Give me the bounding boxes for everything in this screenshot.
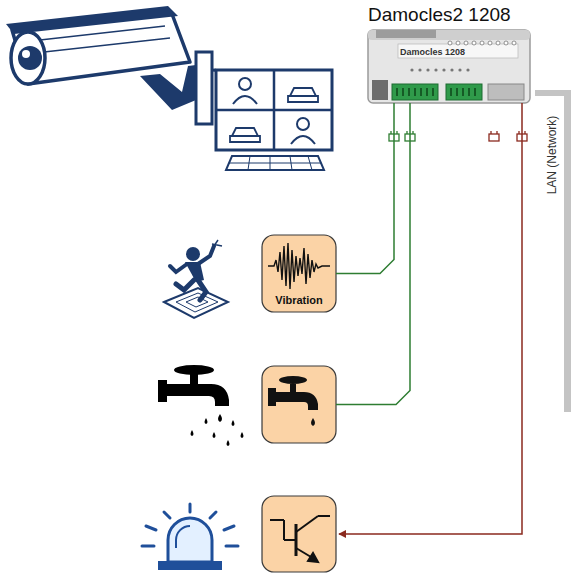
faucet-icon: [268, 376, 318, 426]
connector: [336, 103, 410, 405]
sensor-box: [262, 235, 336, 572]
connector: [339, 103, 522, 534]
lan-stub: [535, 90, 571, 96]
waveform-icon: [268, 243, 330, 289]
intruder-figure: [164, 240, 228, 318]
output-box: [262, 496, 336, 572]
connector: [336, 103, 394, 274]
device-heading: Damocles2 1208: [368, 4, 511, 26]
device-node: Damocles2 1208Damocles 1208: [362, 2, 540, 103]
lan-bar: [564, 90, 571, 412]
device-label: Damocles 1208: [400, 47, 465, 57]
transistor-icon: [270, 516, 330, 562]
sensor-label: Vibration: [275, 294, 322, 306]
alarm-beacon: [142, 504, 238, 570]
network-label: LAN (Network): [545, 116, 559, 195]
camera: [6, 6, 230, 124]
sensor-box: Vibration: [262, 235, 336, 312]
damocles-device: [368, 30, 530, 103]
sensor-box: [262, 366, 336, 443]
monitor: [216, 70, 332, 170]
faucet-figure: [158, 365, 244, 446]
